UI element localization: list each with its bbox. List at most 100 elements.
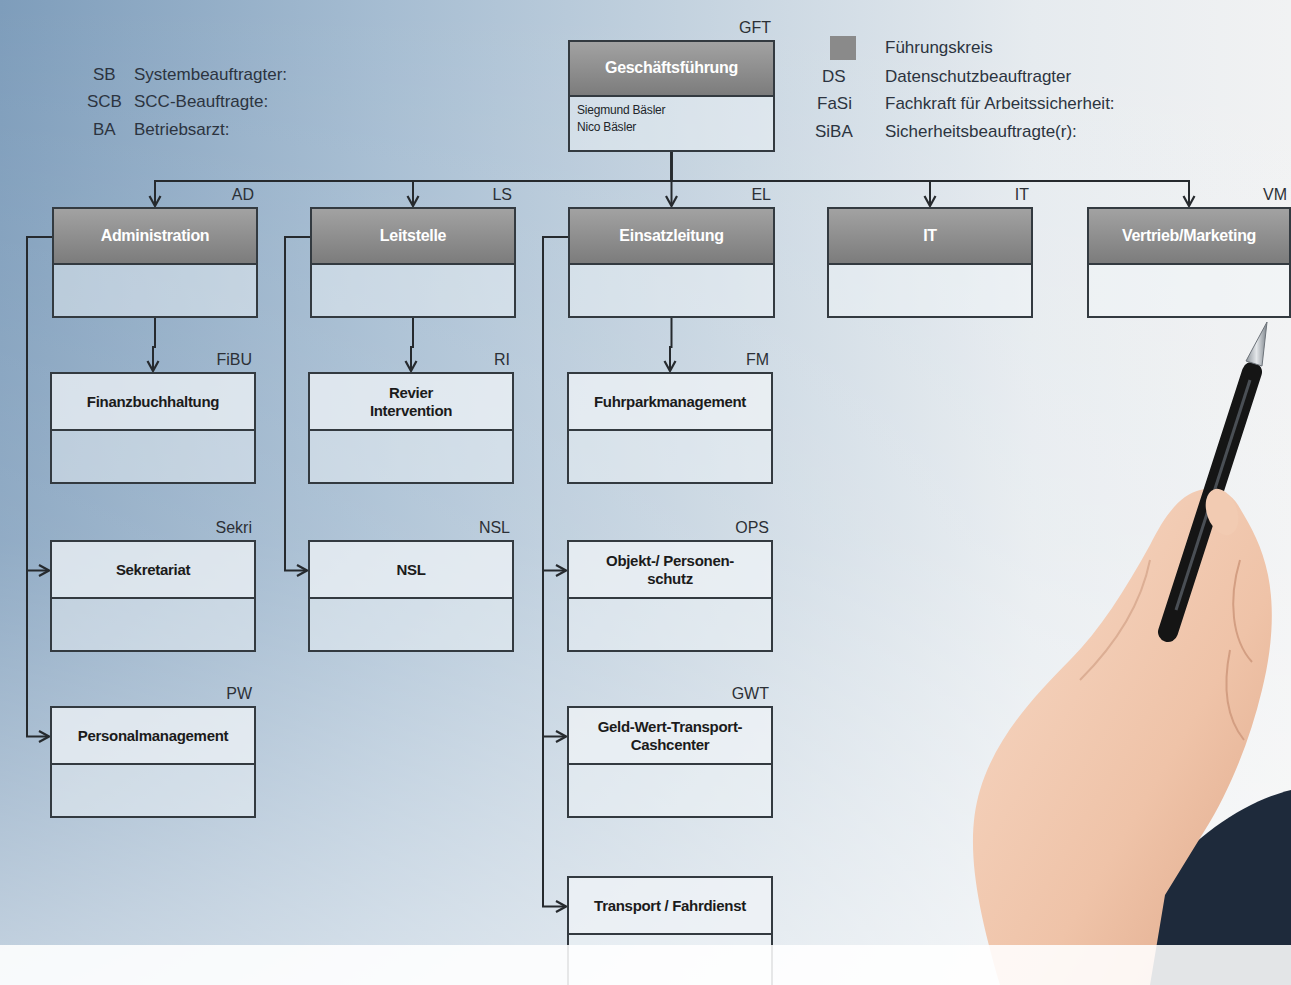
unit-title: Fuhrparkmanagement [594,393,746,410]
connector [411,318,413,371]
box-header: Personalmanagement [52,708,254,765]
connector [153,318,155,371]
unit-code: LS [492,186,512,204]
box-body [54,265,256,316]
box-header: Vertrieb/Marketing [1089,209,1289,265]
unit-box: RIRevier Intervention [308,372,514,484]
connector [285,237,310,571]
box-header: Administration [54,209,256,265]
thumb-pad [1200,484,1245,539]
connector [672,152,931,206]
unit-box: OPSObjekt-/ Personen- schutz [567,540,773,652]
unit-code: GWT [732,685,769,703]
box-header: Objekt-/ Personen- schutz [569,542,771,599]
connector [27,237,52,571]
unit-box: GWTGeld-Wert-Transport- Cashcenter [567,706,773,818]
unit-title: Leitstelle [380,227,446,245]
abbreviation: SiBA [815,122,853,142]
box-body [310,431,512,482]
unit-title: Finanzbuchhaltung [87,393,219,410]
unit-title: Revier Intervention [354,384,469,419]
lead-box: VMVertrieb/Marketing [1087,207,1291,318]
box-body [52,599,254,650]
unit-code: VM [1263,186,1287,204]
box-body [52,765,254,816]
role-label: Datenschutzbeauftragter [885,67,1071,87]
box-body [569,599,771,650]
box-header: Leitstelle [312,209,514,265]
unit-box: SekriSekretariat [50,540,256,652]
connector [543,237,568,571]
box-body: Siegmund BäslerNico Bäsler [570,97,773,150]
connector [27,237,52,737]
unit-title: Administration [101,227,210,245]
connector [543,237,568,737]
lead-box: LSLeitstelle [310,207,516,318]
hand [973,489,1272,985]
box-body [569,431,771,482]
unit-title: Geld-Wert-Transport- Cashcenter [583,718,758,753]
lead-box: ADAdministration [52,207,258,318]
unit-box: FMFuhrparkmanagement [567,372,773,484]
box-body [569,935,771,985]
box-body [829,265,1031,316]
unit-box: FiBUFinanzbuchhaltung [50,372,256,484]
lead-box: ITIT [827,207,1033,318]
unit-title: Sekretariat [116,561,190,578]
role-label: SCC-Beauftragte: [134,92,268,112]
box-body [1089,265,1289,316]
abbreviation: DS [822,67,846,87]
role-label: Fachkraft für Arbeitssicherheit: [885,94,1115,114]
legend-swatch [830,36,856,60]
box-body [310,599,512,650]
box-header: Geld-Wert-Transport- Cashcenter [569,708,771,765]
pen-barrel [1168,372,1252,632]
unit-title: Einsatzleitung [619,227,723,245]
unit-code: NSL [479,519,510,537]
role-label: Betriebsarzt: [134,120,229,140]
role-label: Sicherheitsbeauftragte(r): [885,122,1077,142]
box-header: Transport / Fahrdienst [569,878,771,935]
unit-title: Objekt-/ Personen- schutz [595,552,745,587]
box-header: Finanzbuchhaltung [52,374,254,431]
abbreviation: SCB [87,92,122,112]
role-label: Systembeauftragter: [134,65,287,85]
finger-crease [1226,650,1244,740]
unit-box: Transport / Fahrdienst [567,876,773,985]
unit-code: Sekri [216,519,252,537]
unit-box: PWPersonalmanagement [50,706,256,818]
connector [672,152,1190,206]
pen-highlight [1176,380,1250,610]
legend-text: Führungskreis [885,38,993,58]
box-header: Fuhrparkmanagement [569,374,771,431]
box-header: Geschäftsführung [570,42,773,97]
box-header: Revier Intervention [310,374,512,431]
connector [670,318,672,371]
unit-title: Geschäftsführung [605,59,738,77]
abbreviation: BA [93,120,116,140]
pen-tip [1246,322,1267,366]
connector [543,237,568,907]
abbreviation: FaSi [817,94,852,114]
unit-code: GFT [739,19,771,37]
unit-code: RI [494,351,510,369]
unit-title: Personalmanagement [78,727,229,744]
unit-box: NSLNSL [308,540,514,652]
box-header: IT [829,209,1031,265]
lead-box: GFTGeschäftsführungSiegmund BäslerNico B… [568,40,775,152]
box-body [312,265,514,316]
unit-title: NSL [396,561,425,578]
unit-code: EL [751,186,771,204]
unit-code: FM [746,351,769,369]
box-body [570,265,773,316]
person-name: Siegmund Bäsler [577,102,766,119]
connector [413,152,672,206]
unit-code: OPS [735,519,769,537]
person-name: Nico Bäsler [577,119,766,136]
unit-title: IT [923,227,937,245]
unit-title: Transport / Fahrdienst [594,897,746,914]
unit-code: IT [1015,186,1029,204]
box-body [569,765,771,816]
box-body [52,431,254,482]
